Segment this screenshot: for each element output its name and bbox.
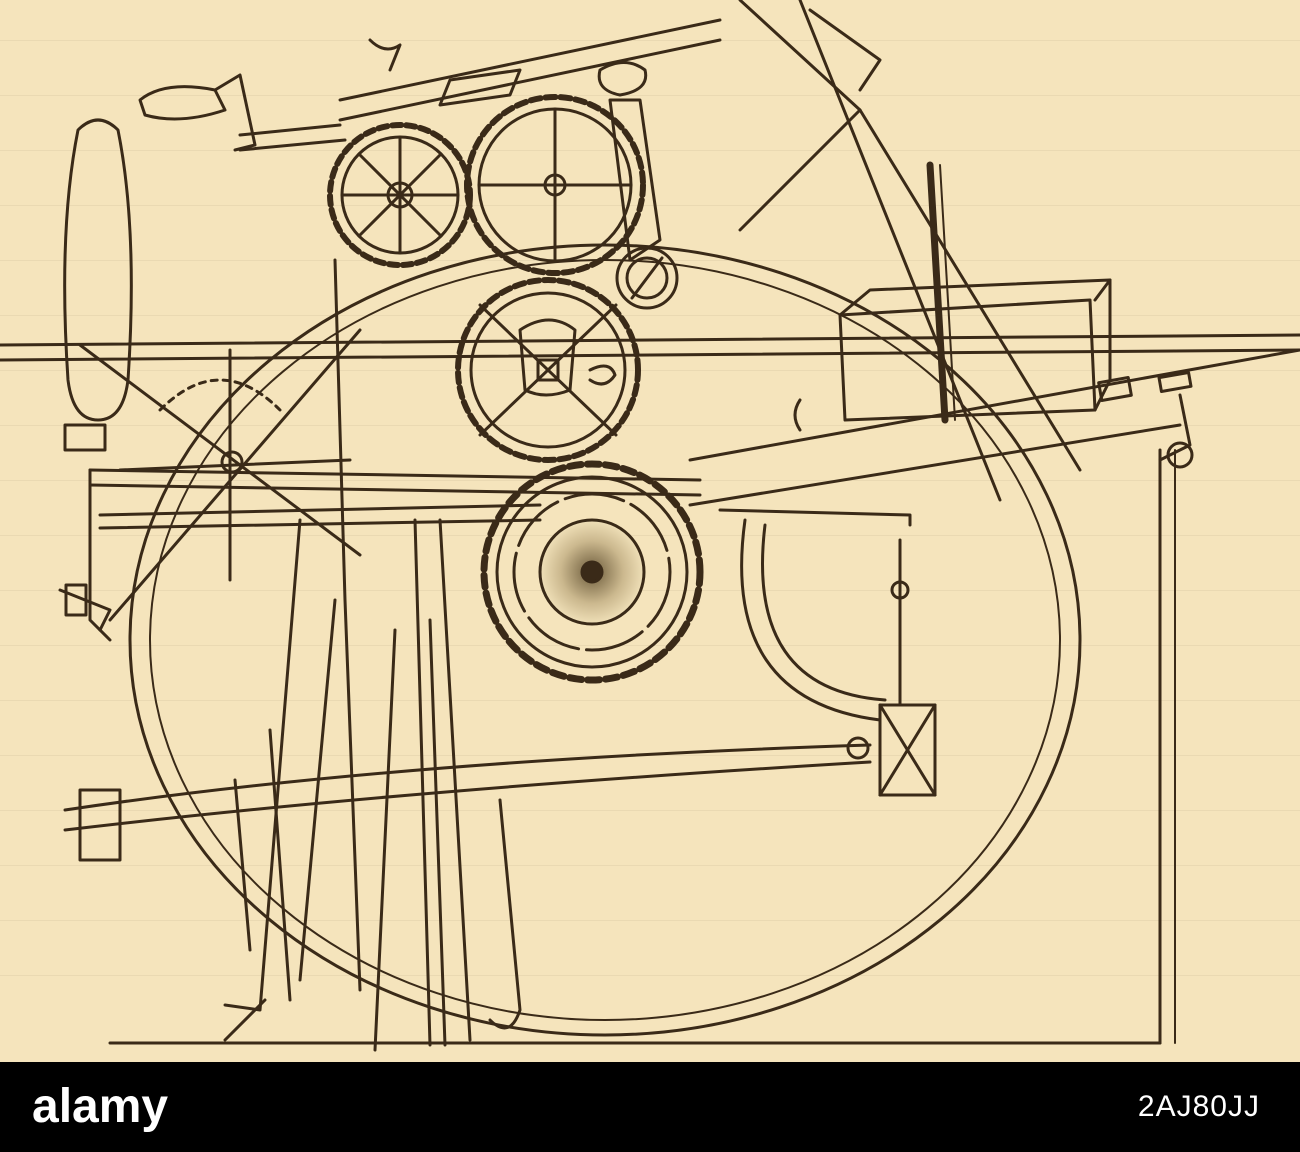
svg-text:alamy: alamy	[32, 1080, 168, 1133]
engraving-illustration	[0, 0, 1300, 1052]
tongue-beam	[0, 333, 1300, 507]
plow-shanks	[223, 258, 522, 1052]
middle-gear	[455, 277, 641, 463]
upper-left-gear	[327, 122, 473, 268]
machine-drawing	[0, 0, 1300, 1052]
watermark-band: alamy 2AJ80JJ	[0, 1062, 1300, 1152]
left-paddle	[63, 118, 133, 452]
upper-right-gear	[464, 94, 646, 276]
cutter-bar	[58, 468, 702, 642]
stock-image-id: 2AJ80JJ	[1137, 1090, 1260, 1123]
lower-main-gear	[480, 460, 704, 684]
upper-frame	[338, 18, 722, 262]
right-support	[718, 398, 937, 797]
alamy-logo: alamy	[32, 1080, 168, 1133]
small-handwheel	[615, 246, 679, 310]
large-drive-wheel	[128, 243, 1082, 1037]
crank-handle	[138, 73, 347, 152]
lower-pole	[63, 743, 872, 862]
seed-box	[838, 278, 1112, 422]
